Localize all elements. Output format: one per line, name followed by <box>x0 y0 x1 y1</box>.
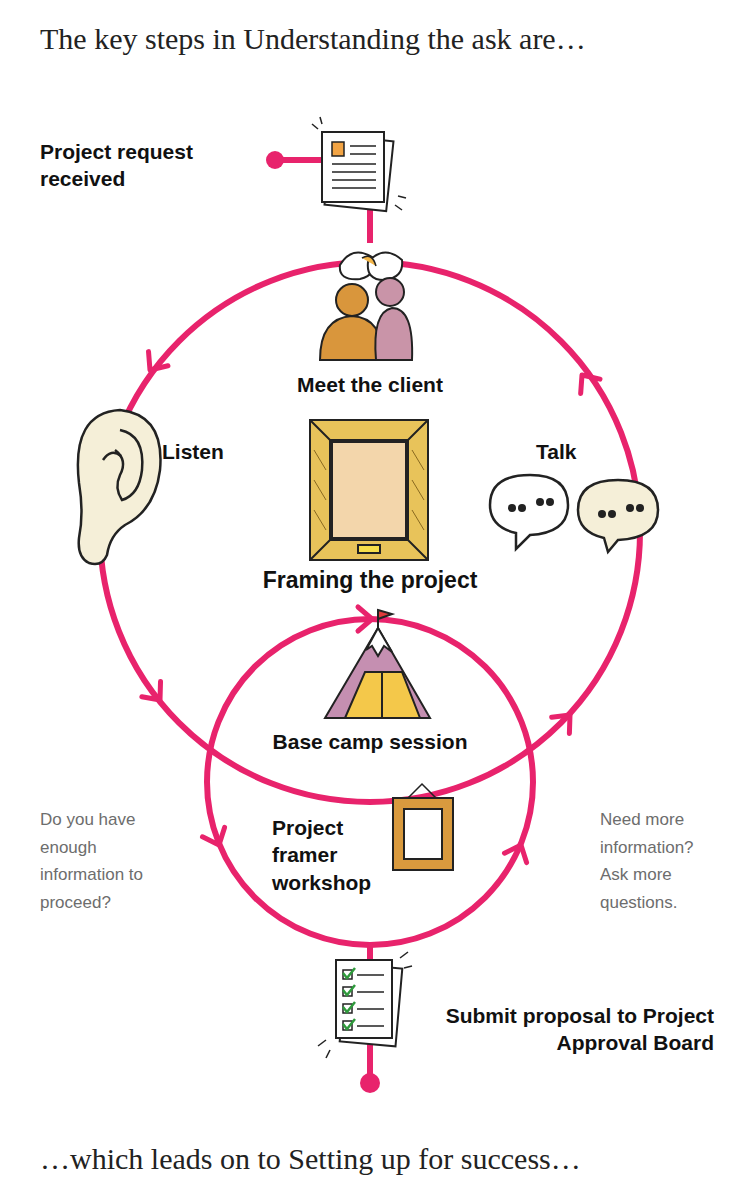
central-step: Framing the project <box>200 566 540 596</box>
step-text: Meet the client <box>270 371 470 398</box>
checklist-icon <box>318 952 412 1058</box>
step-text: Project framer workshop <box>272 814 384 896</box>
end-dot <box>360 1073 380 1093</box>
document-icon <box>312 117 406 211</box>
step-label: Listen <box>162 438 252 465</box>
step-label: Talk <box>536 438 616 465</box>
step-text: Framing the project <box>200 566 540 596</box>
diagram-caption: …which leads on to Setting up for succes… <box>40 1142 581 1176</box>
step-text: Project request received <box>40 138 225 193</box>
base-camp-icon <box>325 610 430 718</box>
step-label: Project framer workshop <box>272 814 384 896</box>
loop-circle <box>100 262 640 802</box>
question-note: Do you have enough information to procee… <box>40 806 180 916</box>
end-step: Submit proposal to Project Approval Boar… <box>430 1002 714 1057</box>
speech-bubbles-icon <box>490 475 658 552</box>
step-label: Base camp session <box>250 728 490 755</box>
diagram-title: The key steps in Understanding the ask a… <box>40 22 586 56</box>
step-text: Listen <box>162 438 252 465</box>
loop-circle <box>207 619 533 945</box>
step-label: Meet the client <box>270 243 470 398</box>
small-frame-icon <box>393 784 453 870</box>
people-icon <box>320 252 412 360</box>
ear-icon <box>78 410 161 564</box>
question-note: Need more information? Ask more question… <box>600 806 725 916</box>
arrow-chevrons <box>140 352 600 863</box>
start-dot <box>266 151 284 169</box>
picture-frame-icon <box>310 420 428 560</box>
start-step: Project request received <box>40 138 270 193</box>
step-text: Base camp session <box>250 728 490 755</box>
step-text: Talk <box>536 438 616 465</box>
step-text: Submit proposal to Project Approval Boar… <box>430 1002 714 1057</box>
